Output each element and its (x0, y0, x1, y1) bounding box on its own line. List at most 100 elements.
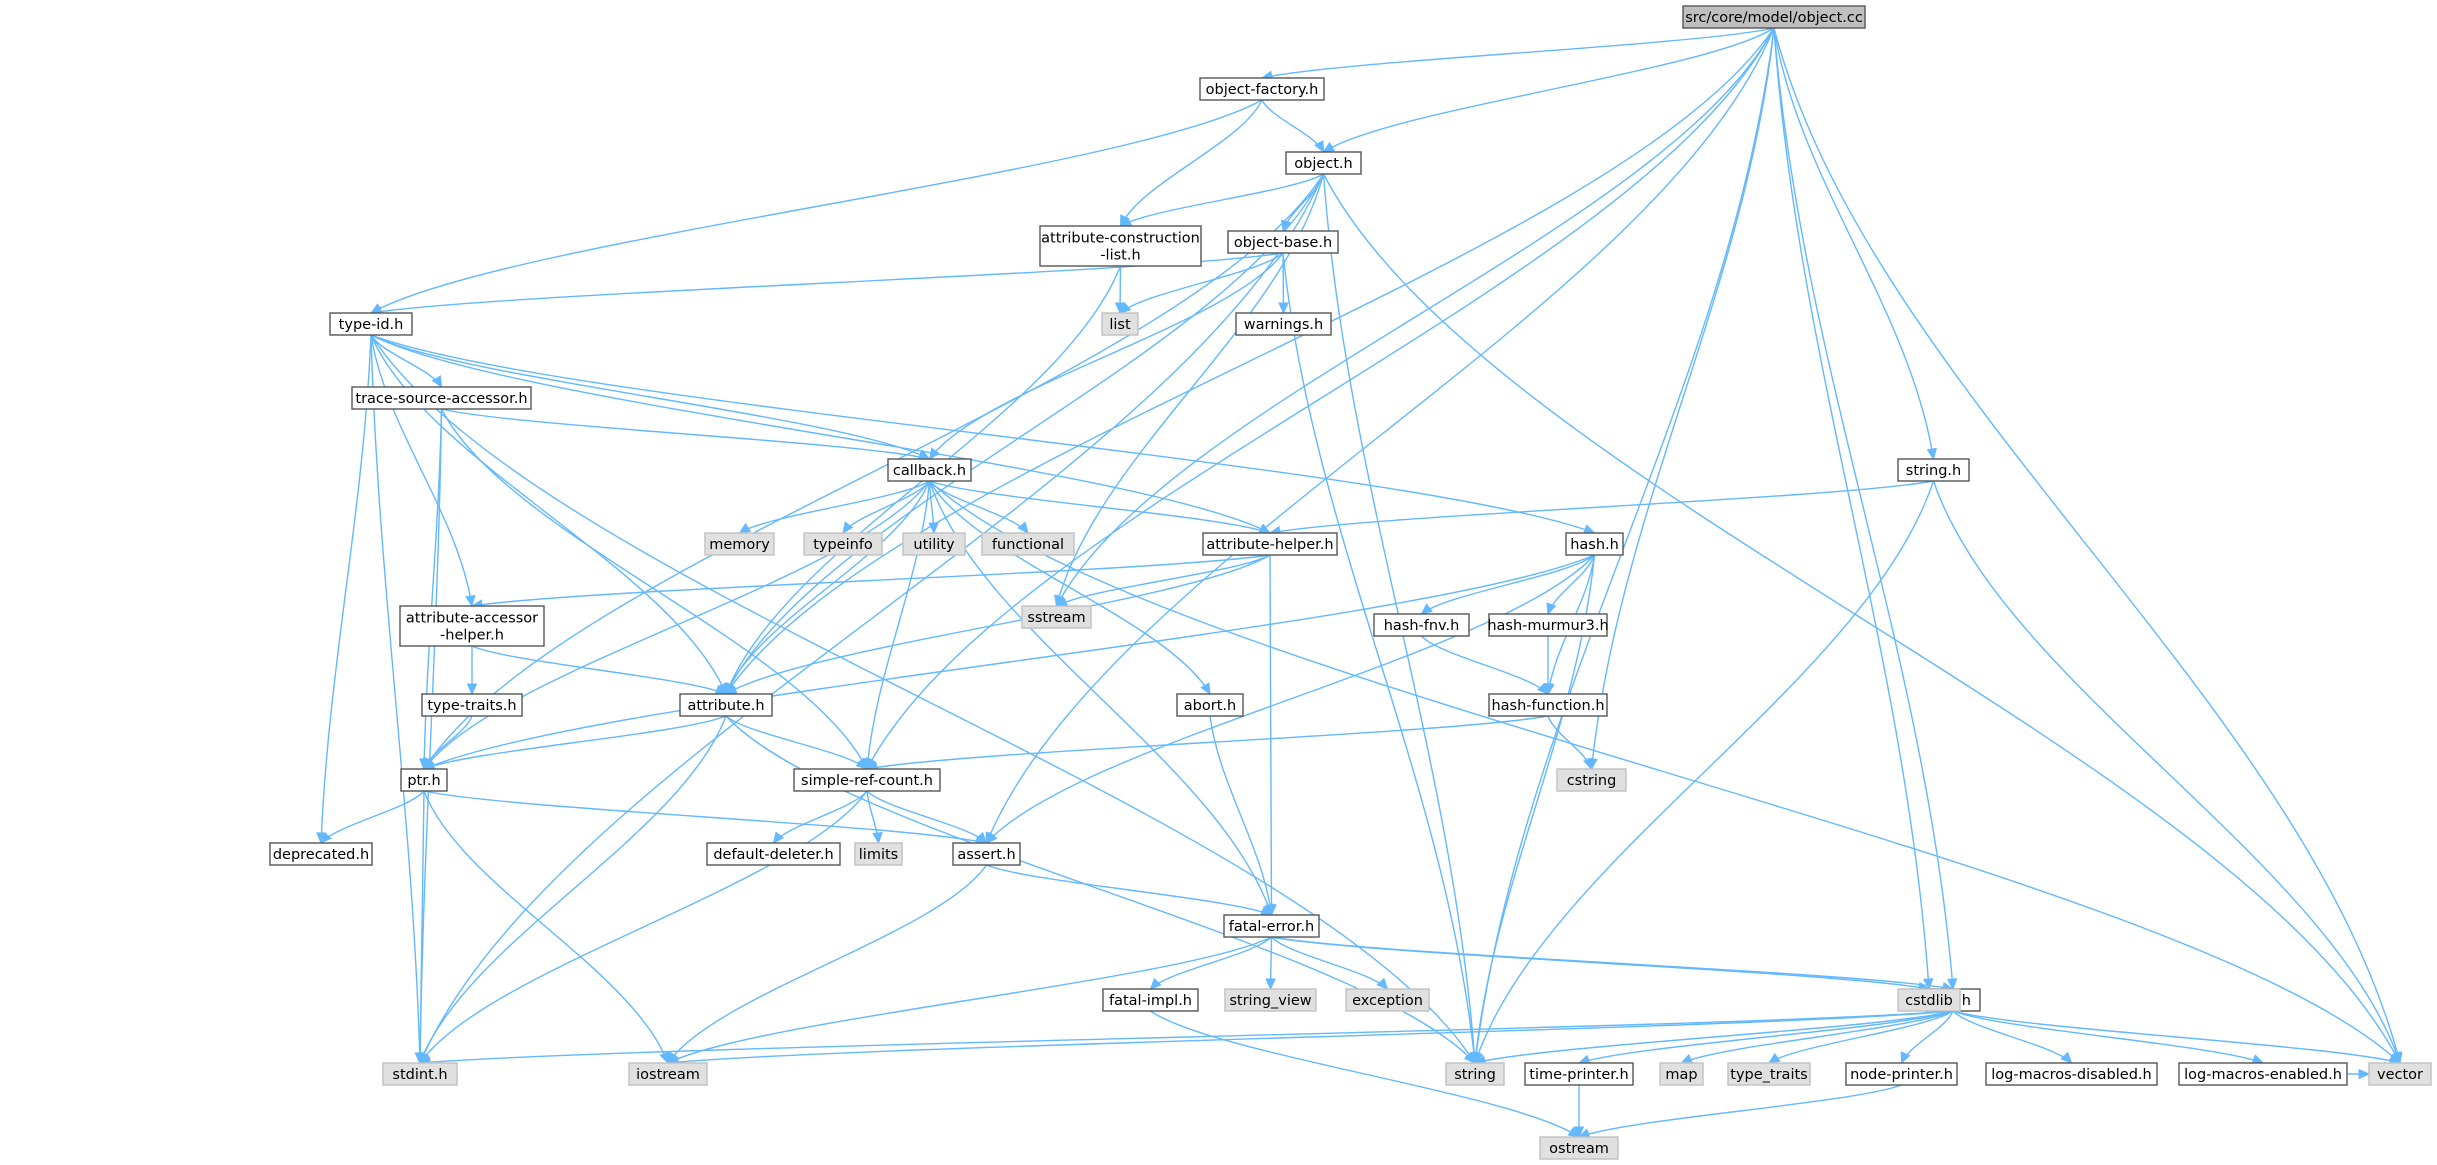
edge-object_base-to-callback (928, 252, 1284, 460)
node-label: simple-ref-count.h (801, 773, 933, 789)
edge-log-to-stdint (418, 1010, 1954, 1068)
node-log-dis[interactable]: log-macros-disabled.h (1985, 1062, 2158, 1086)
edge-log-to-iostream (666, 1010, 1954, 1068)
node-hash-fnv[interactable]: hash-fnv.h (1373, 613, 1470, 637)
edge-log_en-to-vector (2347, 1068, 2371, 1080)
edge-root-to-object (1322, 27, 1775, 153)
node-attr-acc[interactable]: attribute-accessor-helper.h (399, 605, 545, 647)
edge-object_base-to-string (1282, 252, 1480, 1065)
node-label: attribute.h (687, 698, 764, 714)
edge-attr_helper-to-fatal_error (1266, 554, 1277, 917)
edge-ptr-to-deprecated (320, 790, 425, 844)
node-label: object-factory.h (1206, 82, 1319, 98)
node-label: ptr.h (407, 773, 440, 789)
edge-type_id-to-deprecated (316, 334, 372, 845)
edge-attribute-to-stdint (418, 715, 727, 1065)
node-assert[interactable]: assert.h (952, 842, 1021, 866)
node-abort[interactable]: abort.h (1176, 693, 1244, 717)
edge-type_id-to-hash (370, 334, 1596, 535)
node-label: vector (2377, 1067, 2423, 1083)
node-label: stdint.h (392, 1067, 447, 1083)
node-fatal-impl[interactable]: fatal-impl.h (1102, 988, 1199, 1012)
node-label: string_view (1229, 993, 1311, 1009)
node-deprecated[interactable]: deprecated.h (269, 842, 373, 866)
node-attribute[interactable]: attribute.h (679, 693, 773, 717)
node-object[interactable]: object.h (1285, 151, 1362, 175)
edge-object_base-to-list (1119, 252, 1284, 314)
node-object-factory[interactable]: object-factory.h (1199, 77, 1325, 101)
node-label: fatal-error.h (1229, 919, 1314, 935)
edge-root-to-simple_ref (866, 27, 1775, 771)
node-label: attribute-helper.h (1206, 537, 1333, 553)
node-label: hash-murmur3.h (1487, 618, 1608, 634)
node-label: memory (709, 537, 770, 553)
node-type-traits-h[interactable]: type-traits.h (421, 693, 523, 717)
edge-callback-to-vector (929, 480, 2401, 1064)
node-hash-function[interactable]: hash-function.h (1488, 693, 1608, 717)
node-simple-ref[interactable]: simple-ref-count.h (793, 768, 941, 792)
edge-fatal_error-to-string_view (1265, 936, 1276, 991)
edge-type_id-to-attr_acc (370, 334, 476, 608)
node-label: deprecated.h (273, 847, 369, 863)
node-label: log-macros-disabled.h (1991, 1067, 2151, 1083)
node-label: callback.h (893, 463, 966, 479)
node-label: hash-function.h (1491, 698, 1604, 714)
node-label: log-macros-enabled.h (2184, 1067, 2342, 1083)
edge-attribute-to-simple_ref (725, 715, 868, 770)
edge-attr_acc-to-attribute (471, 645, 728, 695)
node-string: string (1445, 1062, 1505, 1086)
node-callback[interactable]: callback.h (887, 458, 972, 482)
node-trace-src[interactable]: trace-source-accessor.h (351, 386, 532, 410)
edge-log-to-time_printer (1577, 1010, 1954, 1065)
edge-root-to-string_h (1773, 27, 1938, 461)
edge-hash-to-hash_fnv (1420, 554, 1595, 615)
node-label: string (1454, 1067, 1496, 1083)
node-label: typeinfo (813, 537, 873, 553)
edge-fatal_impl-to-ostream (1150, 1010, 1581, 1138)
node-hash-murmur[interactable]: hash-murmur3.h (1487, 613, 1609, 637)
node-node-printer[interactable]: node-printer.h (1845, 1062, 1958, 1086)
node-log-en[interactable]: log-macros-enabled.h (2178, 1062, 2348, 1086)
node-attr-constr[interactable]: attribute-construction-list.h (1039, 225, 1202, 267)
node-object-base[interactable]: object-base.h (1227, 230, 1339, 254)
node-time-printer[interactable]: time-printer.h (1524, 1062, 1634, 1086)
edge-assert-to-fatal_error (986, 864, 1273, 916)
node-type-traits: type_traits (1727, 1062, 1811, 1086)
edge-log-to-string (1473, 1010, 1954, 1066)
node-fatal-error[interactable]: fatal-error.h (1223, 914, 1320, 938)
node-type-id[interactable]: type-id.h (329, 312, 413, 336)
edge-callback-to-memory (738, 480, 930, 534)
node-label: ostream (1549, 1141, 1609, 1157)
node-map: map (1659, 1062, 1704, 1086)
edge-hash_murmur-to-hash_function (1542, 635, 1554, 696)
node-string-h[interactable]: string.h (1897, 458, 1970, 482)
node-label: object.h (1294, 156, 1352, 172)
edge-fatal_error-to-cstdlib (1271, 936, 1931, 993)
edge-object-to-attr_constr (1119, 173, 1324, 227)
node-attr-helper[interactable]: attribute-helper.h (1202, 532, 1338, 556)
node-default-del[interactable]: default-deleter.h (706, 842, 841, 866)
node-root[interactable]: src/core/model/object.cc (1682, 5, 1866, 29)
node-cstring: cstring (1556, 768, 1627, 792)
edge-object-to-vector (1322, 173, 2401, 1065)
node-label: time-printer.h (1529, 1067, 1628, 1083)
edge-root-to-attribute (725, 27, 1775, 696)
edge-fatal_error-to-fatal_impl (1149, 936, 1272, 990)
node-label: warnings.h (1244, 317, 1323, 333)
node-iostream: iostream (628, 1062, 708, 1086)
edge-log-to-node_printer (1900, 1010, 1954, 1065)
edge-log-to-type_traits (1767, 1010, 1954, 1064)
node-hash[interactable]: hash.h (1565, 532, 1624, 556)
edge-node_printer-to-ostream (1577, 1084, 1902, 1139)
edge-ptr-to-assert (423, 790, 988, 846)
edge-string_h-to-attr_helper (1268, 480, 1934, 537)
edge-object_factory-to-attr_constr (1119, 99, 1263, 228)
edge-log-to-vector (1952, 1010, 2402, 1066)
node-sstream: sstream (1021, 605, 1092, 629)
node-ptr[interactable]: ptr.h (400, 768, 448, 792)
node-warnings[interactable]: warnings.h (1235, 312, 1332, 336)
node-typeinfo: typeinfo (803, 532, 883, 556)
edge-callback-to-typeinfo (842, 480, 931, 534)
edge-simple_ref-to-limits (866, 790, 883, 845)
